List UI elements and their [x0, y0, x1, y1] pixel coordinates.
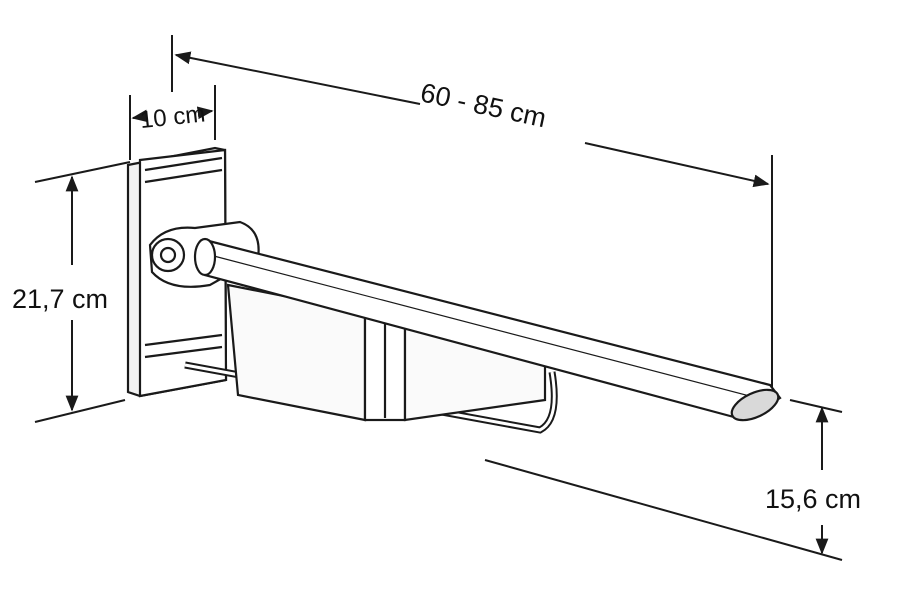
length-label: 60 - 85 cm	[418, 77, 549, 133]
height-label: 21,7 cm	[12, 284, 108, 314]
bar-height-label: 15,6 cm	[765, 484, 861, 514]
width-label: 10 cm	[139, 100, 207, 134]
dimension-lines	[34, 35, 843, 561]
grab-bar-drawing	[126, 146, 782, 434]
